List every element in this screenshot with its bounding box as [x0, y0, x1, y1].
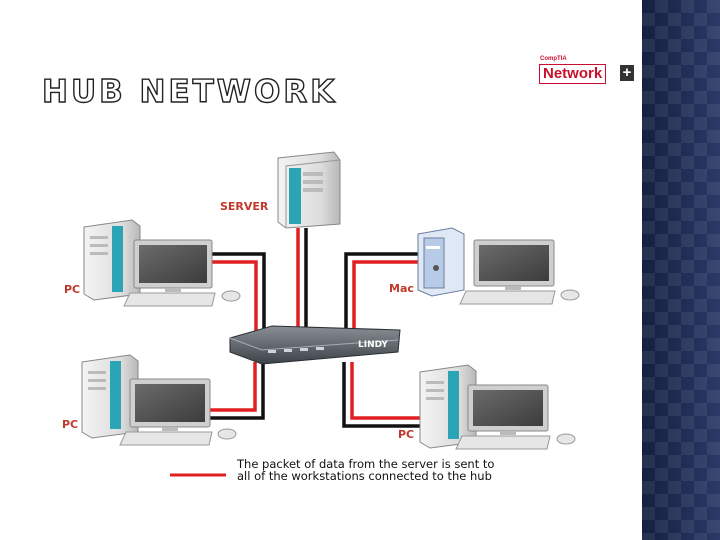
network-plus-logo: CompTIA Network + [539, 56, 635, 84]
logo-plus: + [620, 65, 634, 81]
mac-computer-icon [417, 227, 580, 305]
cable-pc-bottom-right [342, 362, 420, 428]
pc-bottom-right-label: PC [398, 428, 415, 441]
slide: HUB NETWORK CompTIA Network + [41, 56, 635, 483]
pc-top-left-icon [83, 219, 241, 307]
pc-bottom-right-icon [419, 364, 576, 450]
logo-small-text: CompTIA [540, 56, 567, 62]
server-label: SERVER [220, 200, 269, 213]
logo-word: Network [539, 64, 607, 84]
pc-bottom-left-label: PC [62, 418, 79, 431]
server-tower-icon [277, 151, 341, 229]
hub-brand-label: LINDY [358, 340, 388, 350]
cable-pc-bottom-left [210, 362, 265, 420]
pc-bottom-left-icon [81, 354, 237, 446]
slide-title: HUB NETWORK [41, 73, 338, 110]
pc-top-left-label: PC [64, 283, 81, 296]
legend-caption: The packet of data from the server is se… [237, 457, 495, 483]
network-cables [210, 228, 420, 428]
decorative-side-panel [642, 0, 720, 540]
cable-pc-top-left [212, 252, 266, 340]
network-hub-icon: LINDY [229, 325, 401, 365]
hub-network-diagram: LINDY [81, 151, 580, 477]
cable-mac [344, 252, 418, 340]
cable-server [296, 228, 308, 335]
mac-label: Mac [389, 282, 414, 295]
